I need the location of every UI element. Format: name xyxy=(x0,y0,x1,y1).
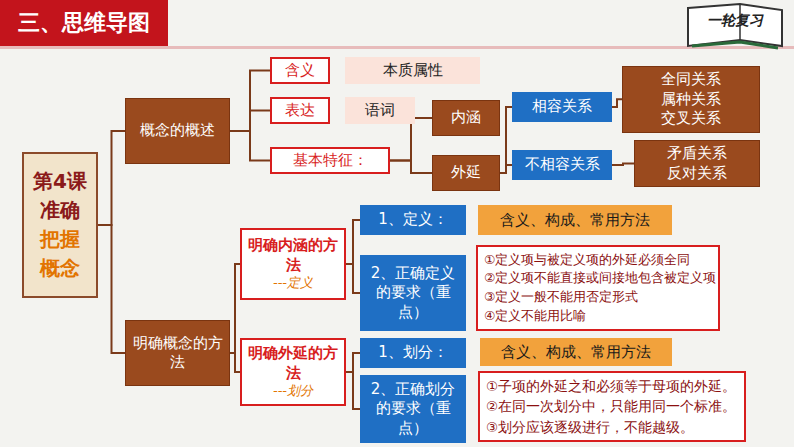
node-text: 1、划分： xyxy=(378,343,448,363)
tree-connector xyxy=(612,99,622,107)
node-text: 明确内涵的方法 xyxy=(246,236,340,275)
value-box: 语词 xyxy=(345,97,415,124)
topic-box: 概念的概述 xyxy=(125,98,230,164)
node-text: 明确外延的方法 xyxy=(246,344,340,383)
node-text: 属种关系 xyxy=(661,90,721,110)
relation-list-box: 矛盾关系反对关系 xyxy=(634,140,760,187)
node-text: 相容关系 xyxy=(532,97,592,117)
node-text: 本质属性 xyxy=(383,61,443,80)
method-box: 明确内涵的方法---定义 xyxy=(240,228,346,300)
content-box: 含义、构成、常用方法 xyxy=(478,205,672,235)
node-text: 含义、构成、常用方法 xyxy=(500,211,650,230)
title-rule xyxy=(0,46,794,49)
value-box: 本质属性 xyxy=(345,57,480,84)
node-text: 反对关系 xyxy=(667,164,727,184)
node-text: 概念的概述 xyxy=(140,121,215,141)
node-text: ③定义一般不能用否定形式 xyxy=(484,288,638,307)
term-box: 基本特征： xyxy=(270,147,390,174)
tree-connector xyxy=(230,264,240,353)
node-text: ④定义不能用比喻 xyxy=(484,307,586,326)
node-text: 第4课 xyxy=(33,167,87,196)
node-text: ③划分应该逐级进行，不能越级。 xyxy=(486,417,694,437)
tree-connector xyxy=(612,164,634,166)
node-text: 概念 xyxy=(40,254,80,283)
node-text: 含义、构成、常用方法 xyxy=(501,343,651,362)
node-text: 矛盾关系 xyxy=(667,144,727,164)
node-text: ①定义项与被定义项的外延必须全同 xyxy=(484,251,690,270)
content-box: 含义、构成、常用方法 xyxy=(480,338,672,366)
node-text: 2、正确划分的要求（重点） xyxy=(364,380,462,439)
method-box: 明确外延的方法---划分 xyxy=(240,338,346,406)
node-text: 外延 xyxy=(451,163,481,183)
tree-connector xyxy=(230,111,270,132)
tree-connector xyxy=(230,71,270,132)
step-box: 2、正确定义的要求（重点） xyxy=(360,255,466,331)
requirement-box: ①子项的外延之和必须等于母项的外延。②在同一次划分中，只能用同一个标准。③划分应… xyxy=(478,371,746,442)
tree-connector xyxy=(230,131,270,161)
tree-connector xyxy=(390,118,432,161)
term-box: 表达 xyxy=(270,97,330,124)
node-text: 语词 xyxy=(365,101,395,120)
node-text: 把握 xyxy=(40,225,80,254)
node-text: ---定义 xyxy=(273,275,313,292)
node-text: 交叉关系 xyxy=(661,109,721,129)
topic-box: 明确概念的方法 xyxy=(125,320,230,386)
term-box: 含义 xyxy=(270,57,330,84)
tree-connector xyxy=(390,161,432,174)
node-text: 1、定义： xyxy=(378,210,448,230)
tree-connector xyxy=(346,353,360,372)
node-text: ②在同一次划分中，只能用同一个标准。 xyxy=(486,396,736,416)
node-text: 基本特征： xyxy=(293,151,368,170)
node-text: ②定义项不能直接或间接地包含被定义项 xyxy=(484,269,716,288)
step-box: 1、定义： xyxy=(360,205,466,235)
tree-connector xyxy=(346,220,360,264)
badge-label: 一轮复习 xyxy=(700,12,770,30)
node-text: 明确概念的方法 xyxy=(132,334,223,373)
relation-list-box: 全同关系属种关系交叉关系 xyxy=(622,66,760,133)
title-bar: 三、思维导图 xyxy=(0,0,168,46)
node-text: 全同关系 xyxy=(661,70,721,90)
node-text: ①子项的外延之和必须等于母项的外延。 xyxy=(486,376,736,396)
root-box: 第4课准确把握概念 xyxy=(22,152,98,298)
feature-box: 内涵 xyxy=(432,100,500,136)
tree-connector xyxy=(500,165,512,173)
tree-connector xyxy=(98,131,125,225)
book-icon xyxy=(688,4,782,48)
node-text: 内涵 xyxy=(451,108,481,128)
relation-box: 不相容关系 xyxy=(512,150,612,180)
tree-connector xyxy=(98,225,125,353)
feature-box: 外延 xyxy=(432,155,500,191)
node-text: ---划分 xyxy=(273,383,313,400)
node-text: 不相容关系 xyxy=(525,155,600,175)
step-box: 2、正确划分的要求（重点） xyxy=(360,375,466,443)
requirement-box: ①定义项与被定义项的外延必须全同②定义项不能直接或间接地包含被定义项③定义一般不… xyxy=(476,245,720,331)
node-text: 准确 xyxy=(40,196,80,225)
node-text: 表达 xyxy=(285,101,315,120)
node-text: 含义 xyxy=(285,61,315,80)
tree-connector xyxy=(346,372,360,409)
node-text: 2、正确定义的要求（重点） xyxy=(364,264,462,323)
tree-connector xyxy=(500,107,512,173)
tree-connector xyxy=(346,264,360,293)
tree-connector xyxy=(230,353,240,372)
step-box: 1、划分： xyxy=(360,338,466,368)
relation-box: 相容关系 xyxy=(512,92,612,122)
